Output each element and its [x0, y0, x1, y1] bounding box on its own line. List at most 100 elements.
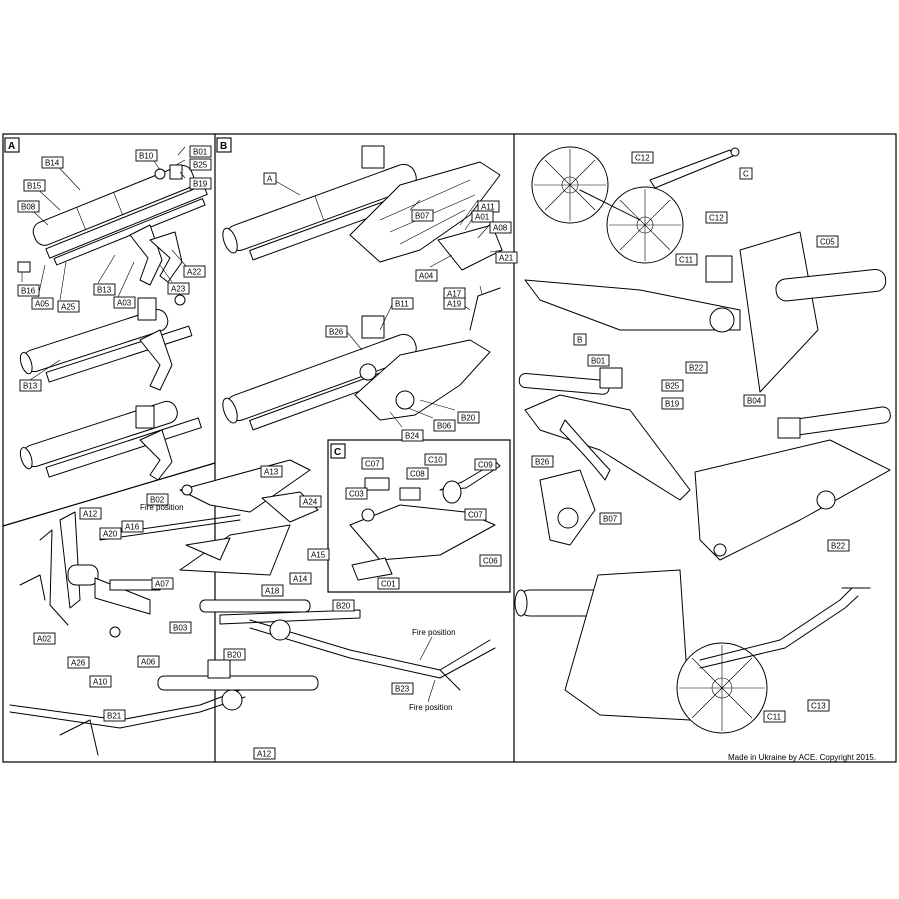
callout-label: A04 — [419, 272, 434, 281]
callout-label: B24 — [405, 432, 420, 441]
callout-a-b13: B13 — [19, 379, 42, 392]
callout-label: B13 — [97, 286, 112, 295]
callout-a-b16: B16 — [17, 284, 40, 297]
callout-label: A25 — [61, 303, 76, 312]
callout-label: B08 — [21, 203, 36, 212]
callout-right-b04: B04 — [743, 394, 766, 407]
callout-label: A03 — [117, 299, 132, 308]
callout-a-a05: A05 — [31, 297, 54, 310]
callout-c-c07: C07 — [464, 508, 487, 521]
callout-label: A24 — [303, 498, 318, 507]
callout-label: A08 — [493, 224, 508, 233]
callout-lower-left-a18: A18 — [261, 584, 284, 597]
callout-a-b15: B15 — [23, 179, 46, 192]
callout-label: B02 — [150, 496, 165, 505]
callout-label: B10 — [139, 152, 154, 161]
fire-position-note-2: Fire position — [412, 628, 456, 637]
callout-b-b24: B24 — [401, 429, 424, 442]
callout-label: C07 — [468, 511, 483, 520]
callout-label: C08 — [410, 470, 425, 479]
callout-lower-left-b03: B03 — [169, 621, 192, 634]
callout-c-c08: C08 — [406, 467, 429, 480]
callout-label: B04 — [747, 397, 762, 406]
callout-c-c10: C10 — [424, 453, 447, 466]
callout-right-b22: B22 — [685, 361, 708, 374]
callout-label: B03 — [173, 624, 188, 633]
callout-right-b01: B01 — [587, 354, 610, 367]
callout-label: B16 — [21, 287, 36, 296]
callout-label: B11 — [395, 300, 409, 309]
callout-label: A — [267, 175, 273, 184]
callout-label: C05 — [820, 238, 835, 247]
callout-label: C — [743, 170, 749, 179]
callout-label: A12 — [83, 510, 98, 519]
section-tag-c: C — [330, 443, 346, 459]
callout-lower-left-a16: A16 — [121, 520, 144, 533]
callout-lower-left-a06: A06 — [137, 655, 160, 668]
callout-label: A17 — [447, 290, 462, 299]
callout-label: C01 — [381, 580, 396, 589]
callout-label: B19 — [665, 400, 680, 409]
callout-label: A02 — [37, 635, 52, 644]
callout-label: A07 — [155, 580, 170, 589]
callout-a-b10: B10 — [135, 149, 158, 162]
callout-a-b14: B14 — [41, 156, 64, 169]
callout-label: B19 — [193, 180, 208, 189]
callout-label: A23 — [171, 285, 186, 294]
callout-lower-left-a10: A10 — [89, 675, 112, 688]
callout-right-c13: C13 — [807, 699, 830, 712]
callout-label: B01 — [591, 357, 606, 366]
callout-label: A14 — [293, 575, 308, 584]
callout-label: A05 — [35, 300, 50, 309]
callout-lower-left-a20: A20 — [99, 527, 122, 540]
callout-label: C13 — [811, 702, 826, 711]
callout-right-c11: C11 — [763, 710, 786, 723]
callout-right-c11: C11 — [675, 253, 698, 266]
callout-right-b: B — [573, 333, 587, 346]
callout-label: A01 — [475, 213, 490, 222]
section-tag-a: A — [4, 137, 20, 153]
callout-label: C06 — [483, 557, 498, 566]
callout-right-b19: B19 — [661, 397, 684, 410]
callout-lower-left-a12: A12 — [253, 747, 276, 760]
callout-b-a19: A19 — [443, 297, 466, 310]
callout-right-b25: B25 — [661, 379, 684, 392]
fire-position-note-3: Fire position — [409, 703, 453, 712]
section-c-drawing — [349, 461, 501, 581]
section-b-drawing — [222, 145, 503, 431]
callout-lower-left-a12: A12 — [79, 507, 102, 520]
callout-b-a08: A08 — [489, 221, 512, 234]
right-section-drawing — [514, 146, 891, 734]
callout-label: A19 — [447, 300, 462, 309]
callout-a-a22: A22 — [183, 265, 206, 278]
callout-b-b20: B20 — [457, 411, 480, 424]
callout-b-a11: A11 — [477, 200, 500, 213]
callout-label: C09 — [478, 461, 493, 470]
callout-b-a17: A17 — [443, 287, 466, 300]
callout-label: B26 — [329, 328, 344, 337]
callout-label: B26 — [535, 458, 550, 467]
callout-c-c07: C07 — [361, 457, 384, 470]
callout-label: B25 — [665, 382, 680, 391]
panel-frame — [2, 133, 897, 763]
section-tag-b: B — [216, 137, 232, 153]
callout-lower-left-a14: A14 — [289, 572, 312, 585]
callout-label: A18 — [265, 587, 280, 596]
callout-label: B20 — [336, 602, 351, 611]
callout-a-b08: B08 — [17, 200, 40, 213]
callout-label: B — [577, 336, 582, 345]
callout-label: A15 — [311, 551, 326, 560]
callout-a-a25: A25 — [57, 300, 80, 313]
callout-label: B22 — [831, 542, 846, 551]
callout-b-b26: B26 — [325, 325, 348, 338]
callout-label: C11 — [767, 713, 782, 722]
callout-label: C03 — [349, 490, 364, 499]
callout-b-b06: B06 — [433, 419, 456, 432]
callout-b-a01: A01 — [471, 210, 494, 223]
callout-c-c03: C03 — [345, 487, 368, 500]
callout-label: B07 — [603, 515, 618, 524]
callout-lower-left-b21: B21 — [103, 709, 126, 722]
section-c-label: C — [334, 447, 341, 458]
